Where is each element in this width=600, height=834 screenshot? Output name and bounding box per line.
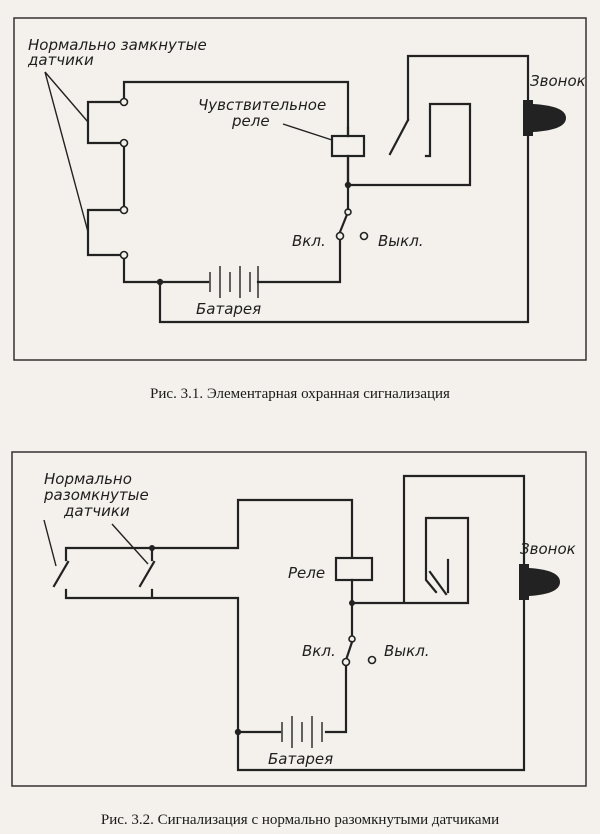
- switch-to-battery-wire: [324, 664, 348, 734]
- sensor-leader-lines: [43, 519, 149, 567]
- sensor-1-contact: [52, 560, 70, 588]
- sensor-junction-top: [149, 545, 155, 551]
- sensor-leader-lines: [44, 71, 89, 233]
- sensor-contact-4: [119, 250, 129, 260]
- bell-circuit-wiring: [350, 474, 526, 605]
- switch-off-label: Выкл.: [378, 232, 424, 250]
- sensor-contact-2: [119, 138, 129, 148]
- switch-on-label: Вкл.: [302, 642, 336, 660]
- switch-contact-off: [359, 231, 369, 241]
- relay-label-line-1: Чувствительное: [198, 96, 326, 114]
- bell-circuit-wiring: [158, 54, 530, 324]
- figure-3-2-caption: Рис. 3.2. Сигнализация с нормально разом…: [101, 812, 499, 828]
- relay-contact-blade: [428, 570, 448, 596]
- sensor-contact-3: [119, 205, 129, 215]
- sensors-label-line-1: Нормально замкнутые: [28, 36, 207, 54]
- relay-leader-line: [282, 123, 333, 141]
- switch-lever: [344, 640, 354, 662]
- switch-off-label: Выкл.: [384, 642, 430, 660]
- battery-symbol: [209, 266, 259, 298]
- switch-contact-on: [341, 657, 351, 667]
- sensors-label-line-1: Нормально: [44, 470, 132, 488]
- bell-label: Звонок: [530, 72, 586, 90]
- switch-contact-off: [367, 655, 377, 665]
- battery-label: Батарея: [196, 300, 261, 318]
- battery-junction: [234, 728, 242, 736]
- sensors-label-line-3: датчики: [63, 502, 130, 520]
- battery-label: Батарея: [268, 750, 333, 768]
- sensor-parallel-wiring: [64, 498, 526, 772]
- figure-3-1-caption: Рис. 3.1. Элементарная охранная сигнализ…: [150, 386, 450, 402]
- sensor-contact-1: [119, 97, 129, 107]
- sensors-label-line-2: разомкнутые: [43, 486, 149, 504]
- figure-3-1: Нормально замкнутые датчики Чувствительн…: [13, 17, 587, 361]
- battery-to-switch-wire: [256, 238, 342, 284]
- sensor-2-contact: [138, 560, 156, 588]
- relay-label: Реле: [288, 564, 325, 582]
- relay-coil: [330, 134, 366, 158]
- relay-coil: [334, 556, 374, 582]
- switch-contact-on: [335, 231, 345, 241]
- figure-3-1-frame: [13, 17, 587, 361]
- sensors-label-line-2: датчики: [27, 51, 94, 69]
- switch-on-label: Вкл.: [292, 232, 326, 250]
- figure-3-2: Нормально разомкнутые датчики Реле Звоно…: [11, 451, 587, 787]
- battery-junction: [156, 278, 164, 286]
- bell-icon: [523, 100, 566, 136]
- relay-label-line-2: реле: [231, 112, 270, 130]
- sensor-loop-wiring: [86, 80, 350, 284]
- figure-3-2-frame: [11, 451, 587, 787]
- battery-symbol: [281, 716, 323, 748]
- bell-label: Звонок: [520, 540, 576, 558]
- bell-icon: [519, 564, 560, 600]
